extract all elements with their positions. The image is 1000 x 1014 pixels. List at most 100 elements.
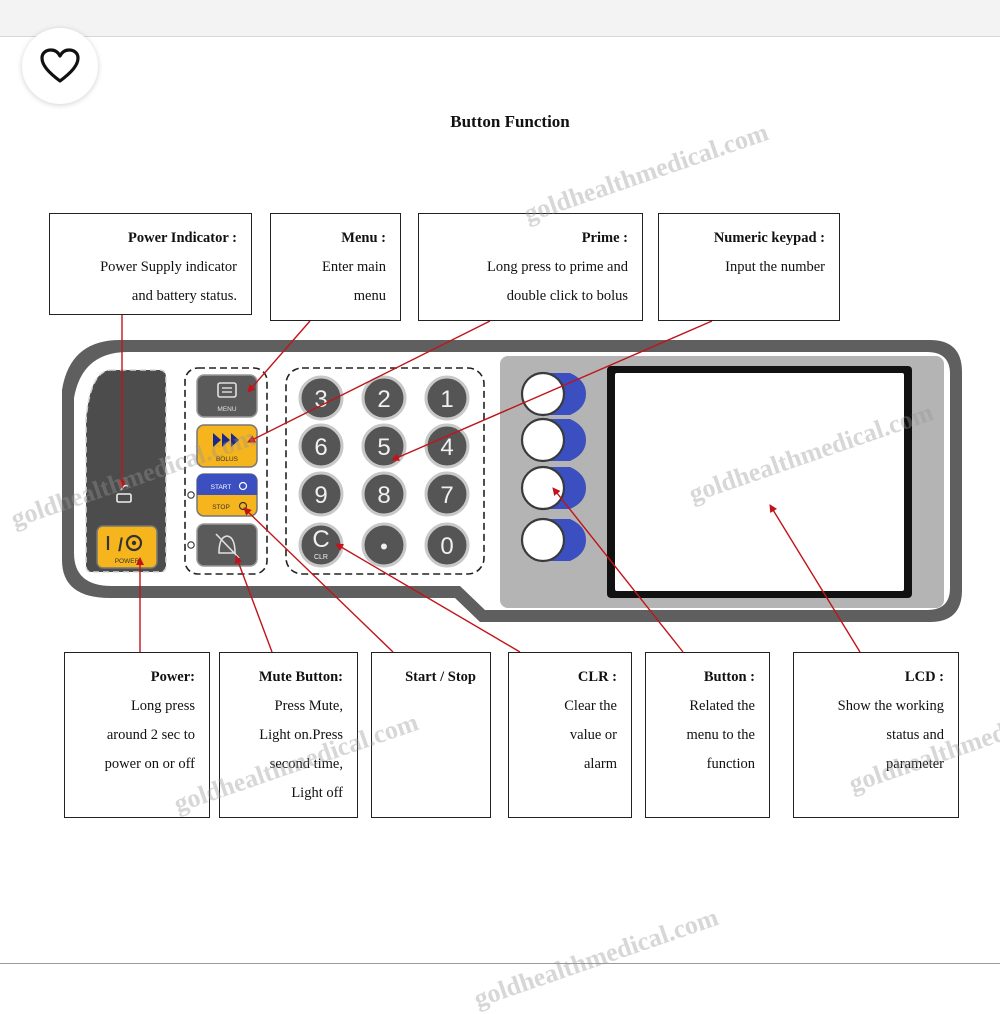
- callout-title: Power Indicator :: [127, 230, 237, 246]
- callout-start-stop: Start / Stop: [371, 652, 491, 818]
- callout-title: Button :: [703, 669, 755, 685]
- soft-key-1[interactable]: [520, 371, 586, 417]
- lcd-screen-inner: [615, 373, 904, 591]
- callout-line: Power Supply indicator: [100, 259, 237, 275]
- callout-line: Long press: [130, 698, 195, 714]
- keypad-key-label: 0: [440, 533, 453, 560]
- menu-key[interactable]: MENU: [196, 374, 258, 418]
- callout-power: Power: Long press around 2 sec to power …: [64, 652, 210, 818]
- callout-line: alarm: [583, 756, 617, 772]
- bolus-key[interactable]: BOLUS: [196, 424, 258, 468]
- callout-power-indicator: Power Indicator : Power Supply indicator…: [49, 213, 252, 315]
- callout-prime: Prime : Long press to prime and double c…: [418, 213, 643, 321]
- callout-line: Related the: [689, 698, 755, 714]
- keypad-key-4[interactable]: 4: [424, 423, 470, 469]
- arrow-menu: [247, 320, 311, 393]
- keypad-key-6[interactable]: 6: [298, 423, 344, 469]
- power-key-label: POWER: [115, 558, 140, 565]
- callout-line: Light off: [291, 785, 343, 801]
- svg-text:/: /: [118, 535, 123, 555]
- soft-key-4[interactable]: [520, 517, 586, 563]
- favorite-button[interactable]: [22, 28, 98, 104]
- callout-line: value or: [569, 727, 617, 743]
- callout-title: Numeric keypad :: [713, 230, 825, 246]
- keypad-key-7[interactable]: 7: [424, 471, 470, 517]
- keypad-key-8[interactable]: 8: [361, 471, 407, 517]
- arrow-prime: [247, 320, 491, 443]
- menu-key-label: MENU: [217, 406, 236, 413]
- fast-forward-icon: [213, 433, 239, 447]
- callout-line: menu to the: [686, 727, 755, 743]
- callout-title: Menu :: [341, 230, 386, 246]
- list-icon: [217, 382, 237, 398]
- callout-line: function: [706, 756, 755, 772]
- keypad-key-label: 9: [314, 482, 327, 509]
- keypad-key-label: •: [380, 534, 388, 559]
- callout-numeric-keypad: Numeric keypad : Input the number: [658, 213, 840, 321]
- callout-line: Light on.Press: [259, 727, 343, 743]
- callout-mute: Mute Button: Press Mute, Light on.Press …: [219, 652, 358, 818]
- arrow-numeric-keypad: [391, 320, 713, 461]
- heart-icon: [40, 48, 80, 83]
- callout-title: Start / Stop: [405, 669, 476, 685]
- callout-line: Clear the: [564, 698, 617, 714]
- callout-line: Press Mute,: [274, 698, 343, 714]
- callout-line: power on or off: [104, 756, 195, 772]
- soft-key-2[interactable]: [520, 417, 586, 463]
- mute-key[interactable]: [196, 523, 258, 567]
- arrow-lcd: [769, 504, 861, 653]
- callout-title: Prime :: [581, 230, 628, 246]
- keypad-key-label: 6: [314, 434, 327, 461]
- callout-line: status and: [886, 727, 944, 743]
- callout-lcd: LCD : Show the working status and parame…: [793, 652, 959, 818]
- callout-menu: Menu : Enter main menu: [270, 213, 401, 321]
- keypad-key-label: 3: [314, 386, 327, 413]
- callout-title: Power:: [150, 669, 195, 685]
- callout-title: LCD :: [904, 669, 944, 685]
- callout-title: Mute Button:: [258, 669, 343, 685]
- page-title: Button Function: [450, 112, 570, 131]
- callout-line: parameter: [886, 756, 944, 772]
- bolus-key-label: BOLUS: [216, 456, 239, 463]
- keypad-key-label: C: [312, 526, 329, 553]
- keypad-key-9[interactable]: 9: [298, 471, 344, 517]
- clr-key-label: CLR: [314, 554, 328, 561]
- power-key[interactable]: / POWER: [96, 525, 158, 569]
- start-stop-key[interactable]: START STOP: [196, 473, 258, 517]
- browser-top-bar: [0, 0, 1000, 37]
- arrow-clr: [335, 543, 521, 653]
- callout-arrows: [118, 313, 861, 653]
- power-icon: /: [106, 534, 143, 555]
- soft-keys: [520, 371, 586, 563]
- bottom-divider: [0, 963, 1000, 964]
- callout-clr: CLR : Clear the value or alarm: [508, 652, 632, 818]
- callout-line: Long press to prime and: [487, 259, 628, 275]
- keypad-key-label: 4: [440, 434, 453, 461]
- callout-line: menu: [353, 288, 386, 304]
- keypad-key-label: 7: [440, 482, 453, 509]
- keypad-key-0[interactable]: 0: [424, 522, 470, 568]
- callout-line: Show the working: [837, 698, 944, 714]
- bell-slash-icon: [215, 533, 240, 559]
- arrow-button: [552, 487, 684, 653]
- soft-key-3[interactable]: [520, 465, 586, 511]
- keypad-key-label: 5: [377, 434, 390, 461]
- keypad-key-label: 1: [440, 386, 453, 413]
- callout-line: Input the number: [725, 259, 825, 275]
- callout-button: Button : Related the menu to the functio…: [645, 652, 770, 818]
- keypad-key-5[interactable]: 5: [361, 423, 407, 469]
- keypad-group: [285, 367, 485, 575]
- arrow-mute: [234, 555, 273, 653]
- keypad-key-3[interactable]: 3: [298, 375, 344, 421]
- callout-line: second time,: [269, 756, 343, 772]
- keypad-key-2[interactable]: 2: [361, 375, 407, 421]
- keypad-key-dot[interactable]: •: [361, 522, 407, 568]
- start-label: START: [211, 484, 232, 491]
- keypad-key-1[interactable]: 1: [424, 375, 470, 421]
- function-key-group: [184, 367, 268, 575]
- power-module: [85, 369, 167, 573]
- keypad-key-label: 2: [377, 386, 390, 413]
- arrow-start-stop: [243, 507, 394, 653]
